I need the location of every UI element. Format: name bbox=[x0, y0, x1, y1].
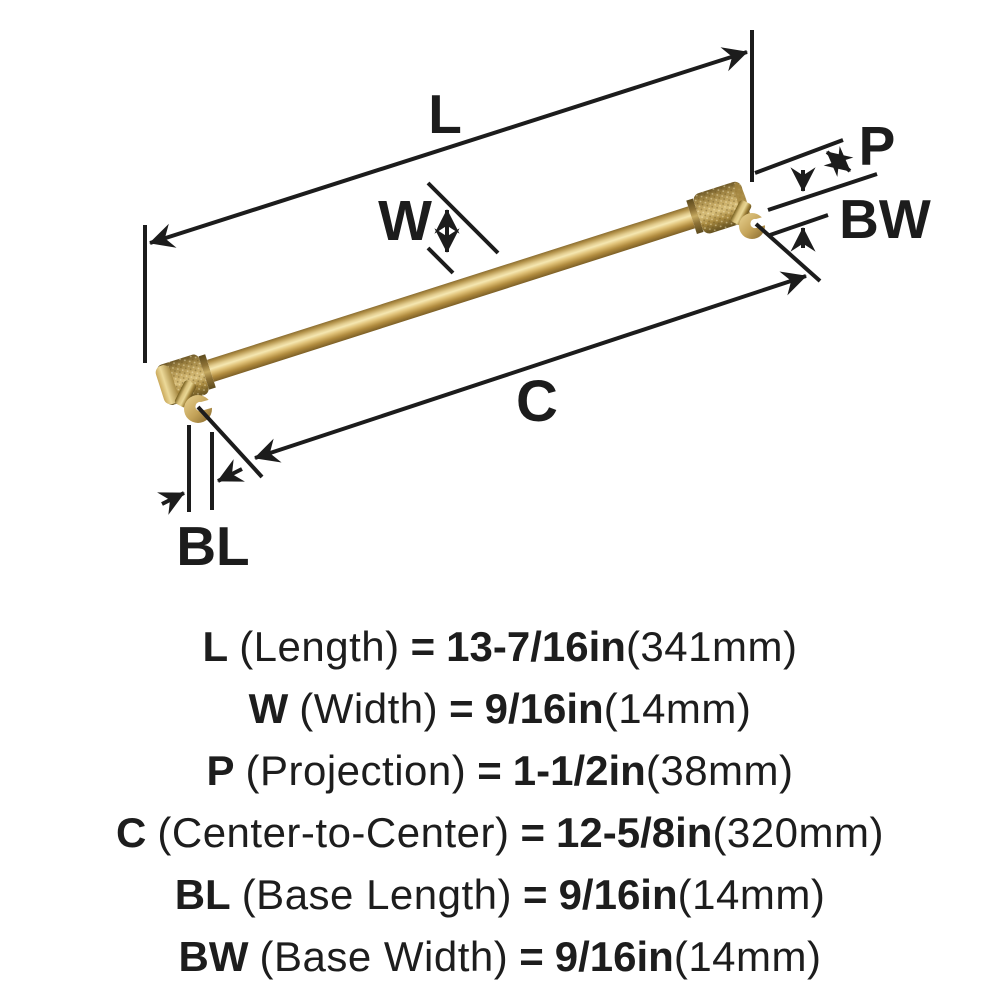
dimension-lines bbox=[143, 30, 878, 515]
diagram-canvas: L W P BW C BL bbox=[143, 30, 931, 577]
p-line-bottom bbox=[769, 213, 829, 237]
spec-line-projection: P(Projection)=1-1/2in(38mm) bbox=[0, 740, 1000, 802]
spec-name: (Length) bbox=[239, 623, 400, 670]
l-dimension-line bbox=[149, 47, 748, 248]
spec-symbol: P bbox=[206, 747, 235, 794]
spec-line-base-width: BW(Base Width)=9/16in(14mm) bbox=[0, 926, 1000, 988]
dim-label-projection: P bbox=[859, 115, 896, 177]
spec-name: (Projection) bbox=[245, 747, 467, 794]
spec-equals: = bbox=[477, 747, 502, 794]
spec-metric-value: (14mm) bbox=[677, 871, 826, 918]
w-tick-top bbox=[426, 181, 500, 255]
spec-imperial-value: 12-5/8in bbox=[556, 809, 713, 856]
spec-line-width: W(Width)=9/16in(14mm) bbox=[0, 678, 1000, 740]
c-dimension-line bbox=[254, 271, 807, 463]
c-extension-line-right bbox=[754, 222, 822, 283]
handle-left-face bbox=[155, 365, 179, 405]
left-post-slot bbox=[198, 397, 218, 411]
spec-line-base-length: BL(Base Length)=9/16in(14mm) bbox=[0, 864, 1000, 926]
spec-symbol: L bbox=[202, 623, 229, 670]
spec-symbol: BL bbox=[174, 871, 231, 918]
dim-label-length: L bbox=[428, 83, 462, 145]
left-post-stem bbox=[174, 380, 197, 408]
spec-list: L(Length)=13-7/16in(341mm) W(Width)=9/16… bbox=[0, 616, 1000, 988]
dim-label-base-length: BL bbox=[176, 515, 249, 577]
spec-symbol: C bbox=[116, 809, 147, 856]
spec-metric-value: (14mm) bbox=[673, 933, 822, 980]
spec-imperial-value: 9/16in bbox=[554, 933, 674, 980]
spec-metric-value: (38mm) bbox=[645, 747, 794, 794]
spec-equals: = bbox=[523, 871, 548, 918]
dim-label-width: W bbox=[378, 189, 432, 253]
spec-equals: = bbox=[519, 933, 544, 980]
spec-name: (Base Length) bbox=[241, 871, 513, 918]
c-extension-line-left bbox=[196, 405, 264, 479]
p-arrow bbox=[823, 146, 854, 177]
spec-equals: = bbox=[410, 623, 436, 670]
spec-metric-value: (320mm) bbox=[712, 809, 884, 856]
spec-imperial-value: 9/16in bbox=[558, 871, 678, 918]
handle-bar bbox=[206, 206, 696, 382]
spec-imperial-value: 9/16in bbox=[484, 685, 604, 732]
spec-name: (Base Width) bbox=[259, 933, 509, 980]
spec-equals: = bbox=[520, 809, 546, 856]
spec-equals: = bbox=[449, 685, 474, 732]
spec-line-length: L(Length)=13-7/16in(341mm) bbox=[0, 616, 1000, 678]
spec-metric-value: (341mm) bbox=[625, 623, 798, 670]
spec-imperial-value: 1-1/2in bbox=[512, 747, 646, 794]
spec-line-center-to-center: C(Center-to-Center)=12-5/8in(320mm) bbox=[0, 802, 1000, 864]
spec-metric-value: (14mm) bbox=[603, 685, 752, 732]
dim-label-center-to-center: C bbox=[516, 369, 558, 434]
spec-symbol: W bbox=[248, 685, 289, 732]
bl-arrow-right bbox=[217, 459, 245, 483]
spec-imperial-value: 13-7/16in bbox=[446, 623, 626, 670]
dim-label-base-width: BW bbox=[839, 188, 931, 250]
bl-arrow-left bbox=[157, 491, 185, 515]
spec-name: (Width) bbox=[299, 685, 439, 732]
spec-symbol: BW bbox=[178, 933, 249, 980]
w-tick-bottom bbox=[426, 246, 455, 275]
p-line-middle bbox=[767, 172, 878, 212]
left-groove-ring bbox=[198, 354, 216, 390]
p-line-top bbox=[754, 138, 844, 175]
spec-name: (Center-to-Center) bbox=[157, 809, 510, 856]
